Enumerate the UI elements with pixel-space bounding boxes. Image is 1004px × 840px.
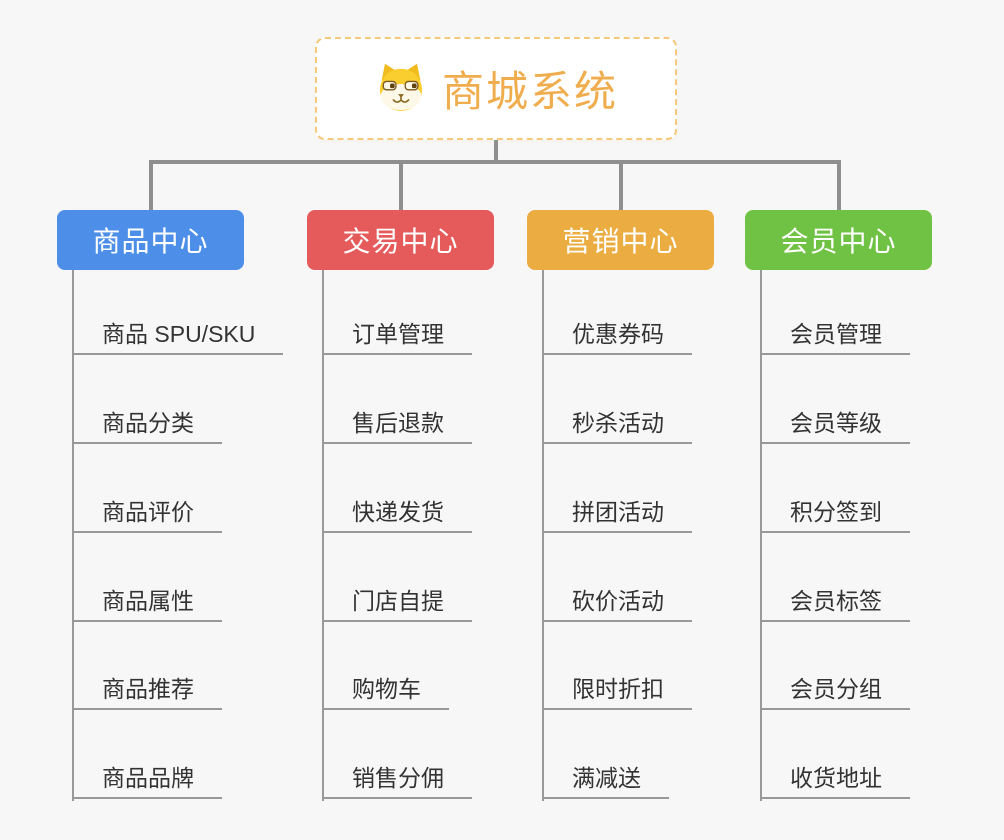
leaf-item[interactable]: 商品推荐: [72, 674, 222, 710]
leaf-item[interactable]: 快递发货: [322, 497, 472, 533]
leaf-label: 优惠券码: [572, 321, 664, 347]
bus-line: [148, 160, 841, 164]
leaf-label: 购物车: [352, 676, 421, 702]
leaf-label: 商品属性: [102, 588, 194, 614]
leaf-label: 门店自提: [352, 588, 444, 614]
doge-icon: [379, 63, 423, 111]
drop-line: [836, 162, 841, 210]
leaf-label: 销售分佣: [352, 765, 444, 791]
branch-node[interactable]: 交易中心: [307, 210, 494, 270]
branch-trunk-line: [322, 270, 324, 801]
leaf-item[interactable]: 会员标签: [760, 586, 910, 622]
leaf-label: 商品 SPU/SKU: [102, 321, 256, 347]
leaf-item[interactable]: 订单管理: [322, 319, 472, 355]
branch-column: 营销中心 优惠券码 秒杀活动 拼团活动 砍价活动 限时折扣 满减送: [527, 0, 777, 840]
leaf-label: 满减送: [572, 765, 641, 791]
leaf-item[interactable]: 商品品牌: [72, 763, 222, 799]
leaf-item[interactable]: 商品属性: [72, 586, 222, 622]
branch-node[interactable]: 营销中心: [527, 210, 714, 270]
leaf-label: 商品品牌: [102, 765, 194, 791]
branch-trunk-line: [542, 270, 544, 801]
branch-column: 商品中心 商品 SPU/SKU 商品分类 商品评价 商品属性 商品推荐 商品品牌: [57, 0, 307, 840]
root-stem-line: [494, 139, 498, 164]
leaf-item[interactable]: 会员管理: [760, 319, 910, 355]
leaf-label: 商品评价: [102, 499, 194, 525]
leaf-label: 收货地址: [790, 765, 882, 791]
leaf-label: 会员管理: [790, 321, 882, 347]
leaf-item[interactable]: 商品分类: [72, 408, 222, 444]
branch-column: 交易中心 订单管理 售后退款 快递发货 门店自提 购物车 销售分佣: [307, 0, 557, 840]
drop-line: [148, 162, 153, 210]
leaf-label: 限时折扣: [572, 676, 664, 702]
leaf-label: 砍价活动: [572, 588, 664, 614]
leaf-label: 会员分组: [790, 676, 882, 702]
leaf-label: 商品分类: [102, 410, 194, 436]
leaf-label: 会员等级: [790, 410, 882, 436]
leaf-label: 售后退款: [352, 410, 444, 436]
drop-line: [618, 162, 623, 210]
leaf-label: 商品推荐: [102, 676, 194, 702]
branch-trunk-line: [760, 270, 762, 801]
leaf-item[interactable]: 会员分组: [760, 674, 910, 710]
leaf-item[interactable]: 收货地址: [760, 763, 910, 799]
root-topic-title: 商城系统: [441, 68, 618, 115]
leaf-item[interactable]: 购物车: [322, 674, 449, 710]
leaf-label: 订单管理: [352, 321, 444, 347]
leaf-item[interactable]: 积分签到: [760, 497, 910, 533]
leaf-label: 拼团活动: [572, 499, 664, 525]
leaf-item[interactable]: 限时折扣: [542, 674, 692, 710]
leaf-item[interactable]: 拼团活动: [542, 497, 692, 533]
leaf-item[interactable]: 优惠券码: [542, 319, 692, 355]
branch-node[interactable]: 会员中心: [745, 210, 932, 270]
leaf-item[interactable]: 满减送: [542, 763, 669, 799]
branch-trunk-line: [72, 270, 74, 801]
leaf-item[interactable]: 销售分佣: [322, 763, 472, 799]
leaf-item[interactable]: 秒杀活动: [542, 408, 692, 444]
branch-column: 会员中心 会员管理 会员等级 积分签到 会员标签 会员分组 收货地址: [745, 0, 995, 840]
leaf-item[interactable]: 砍价活动: [542, 586, 692, 622]
leaf-label: 积分签到: [790, 499, 882, 525]
leaf-label: 秒杀活动: [572, 410, 664, 436]
leaf-label: 会员标签: [790, 588, 882, 614]
leaf-label: 快递发货: [352, 499, 444, 525]
leaf-item[interactable]: 售后退款: [322, 408, 472, 444]
branch-node[interactable]: 商品中心: [57, 210, 244, 270]
root-topic-node[interactable]: 商城系统: [315, 37, 677, 140]
leaf-item[interactable]: 商品 SPU/SKU: [72, 319, 284, 355]
drop-line: [398, 162, 403, 210]
leaf-item[interactable]: 门店自提: [322, 586, 472, 622]
leaf-item[interactable]: 会员等级: [760, 408, 910, 444]
leaf-item[interactable]: 商品评价: [72, 497, 222, 533]
